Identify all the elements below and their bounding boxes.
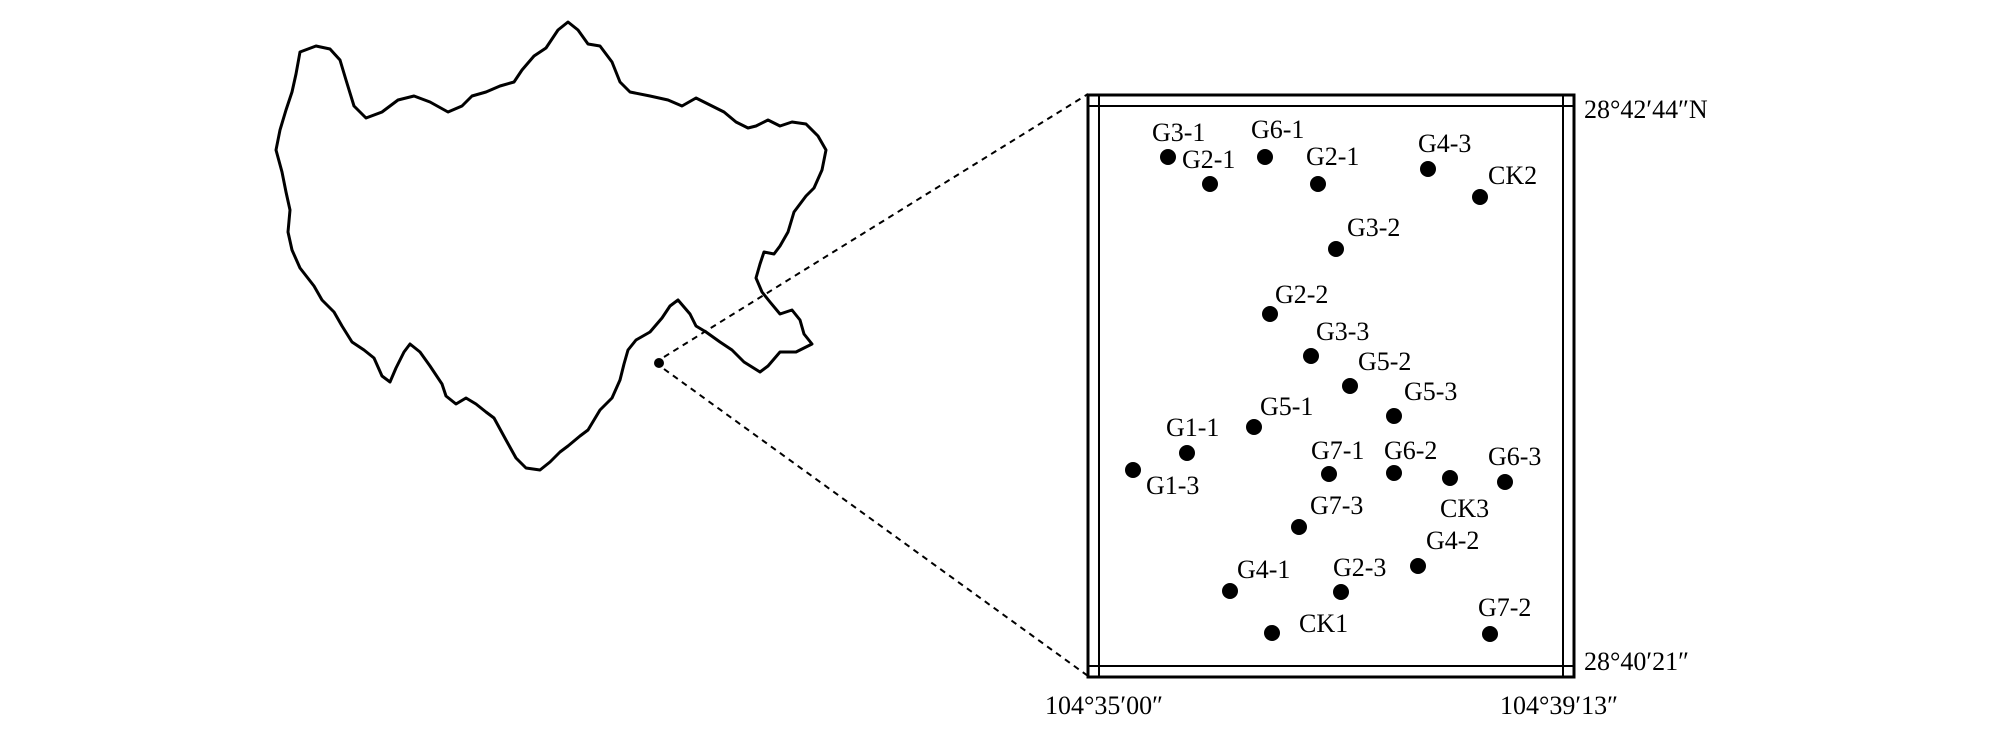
sample-label: G5-2 <box>1358 347 1411 376</box>
sample-label: G6-1 <box>1251 115 1304 144</box>
sample-point <box>1125 462 1141 478</box>
sample-label: CK1 <box>1299 609 1348 638</box>
sample-label: G2-1 <box>1306 142 1359 171</box>
sample-point <box>1222 583 1238 599</box>
study-site-marker <box>654 358 664 368</box>
sample-point <box>1328 241 1344 257</box>
sample-point <box>1420 161 1436 177</box>
sample-label: G6-2 <box>1384 436 1437 465</box>
province-outline <box>274 20 828 472</box>
sample-point <box>1257 149 1273 165</box>
sample-label: G6-3 <box>1488 442 1541 471</box>
sample-label: G7-2 <box>1478 593 1531 622</box>
sample-point <box>1291 519 1307 535</box>
sample-point <box>1342 378 1358 394</box>
sample-label: CK2 <box>1488 161 1537 190</box>
sample-label: G2-3 <box>1333 553 1386 582</box>
sample-label: G4-1 <box>1237 555 1290 584</box>
sample-point <box>1202 176 1218 192</box>
sample-point <box>1303 348 1319 364</box>
sample-label: G7-3 <box>1310 491 1363 520</box>
sample-point <box>1321 466 1337 482</box>
connector-line-bottom <box>663 368 1089 677</box>
sample-point <box>1442 470 1458 486</box>
sample-label: G5-1 <box>1260 392 1313 421</box>
connector-line-top <box>663 93 1089 358</box>
sample-label: G5-3 <box>1404 377 1457 406</box>
sample-point <box>1310 176 1326 192</box>
sample-label: G4-3 <box>1418 129 1471 158</box>
map-frame-outer <box>1086 93 1576 679</box>
sample-point <box>1160 149 1176 165</box>
sample-point <box>1246 419 1262 435</box>
sample-point <box>1386 465 1402 481</box>
sample-label: CK3 <box>1440 494 1489 523</box>
sample-label: G2-1 <box>1182 145 1235 174</box>
coord-bottom-right-x: 104°39′13″ <box>1500 691 1618 720</box>
sample-point <box>1410 558 1426 574</box>
sample-point <box>1264 625 1280 641</box>
sample-point <box>1333 584 1349 600</box>
sample-point <box>1179 445 1195 461</box>
sample-points: G3-1 G6-1 G2-1 G2-1 G4-3 CK2 G3-2 G2-2 G… <box>1125 115 1541 642</box>
sample-label: G2-2 <box>1275 280 1328 309</box>
sample-label: G3-2 <box>1347 213 1400 242</box>
sample-label: G7-1 <box>1311 436 1364 465</box>
coord-bottom-right: 28°40′21″ <box>1584 647 1689 676</box>
sample-label: G3-1 <box>1152 118 1205 147</box>
sample-point <box>1262 306 1278 322</box>
sample-point <box>1386 408 1402 424</box>
coord-bottom-left: 104°35′00″ <box>1045 691 1163 720</box>
sample-label: G1-3 <box>1146 471 1199 500</box>
sample-label: G4-2 <box>1426 526 1479 555</box>
coord-top-right: 28°42′44″N <box>1584 95 1708 124</box>
sample-label: G3-3 <box>1316 317 1369 346</box>
sample-point <box>1472 189 1488 205</box>
sample-label: G1-1 <box>1166 413 1219 442</box>
sample-point <box>1497 474 1513 490</box>
sample-point <box>1482 626 1498 642</box>
